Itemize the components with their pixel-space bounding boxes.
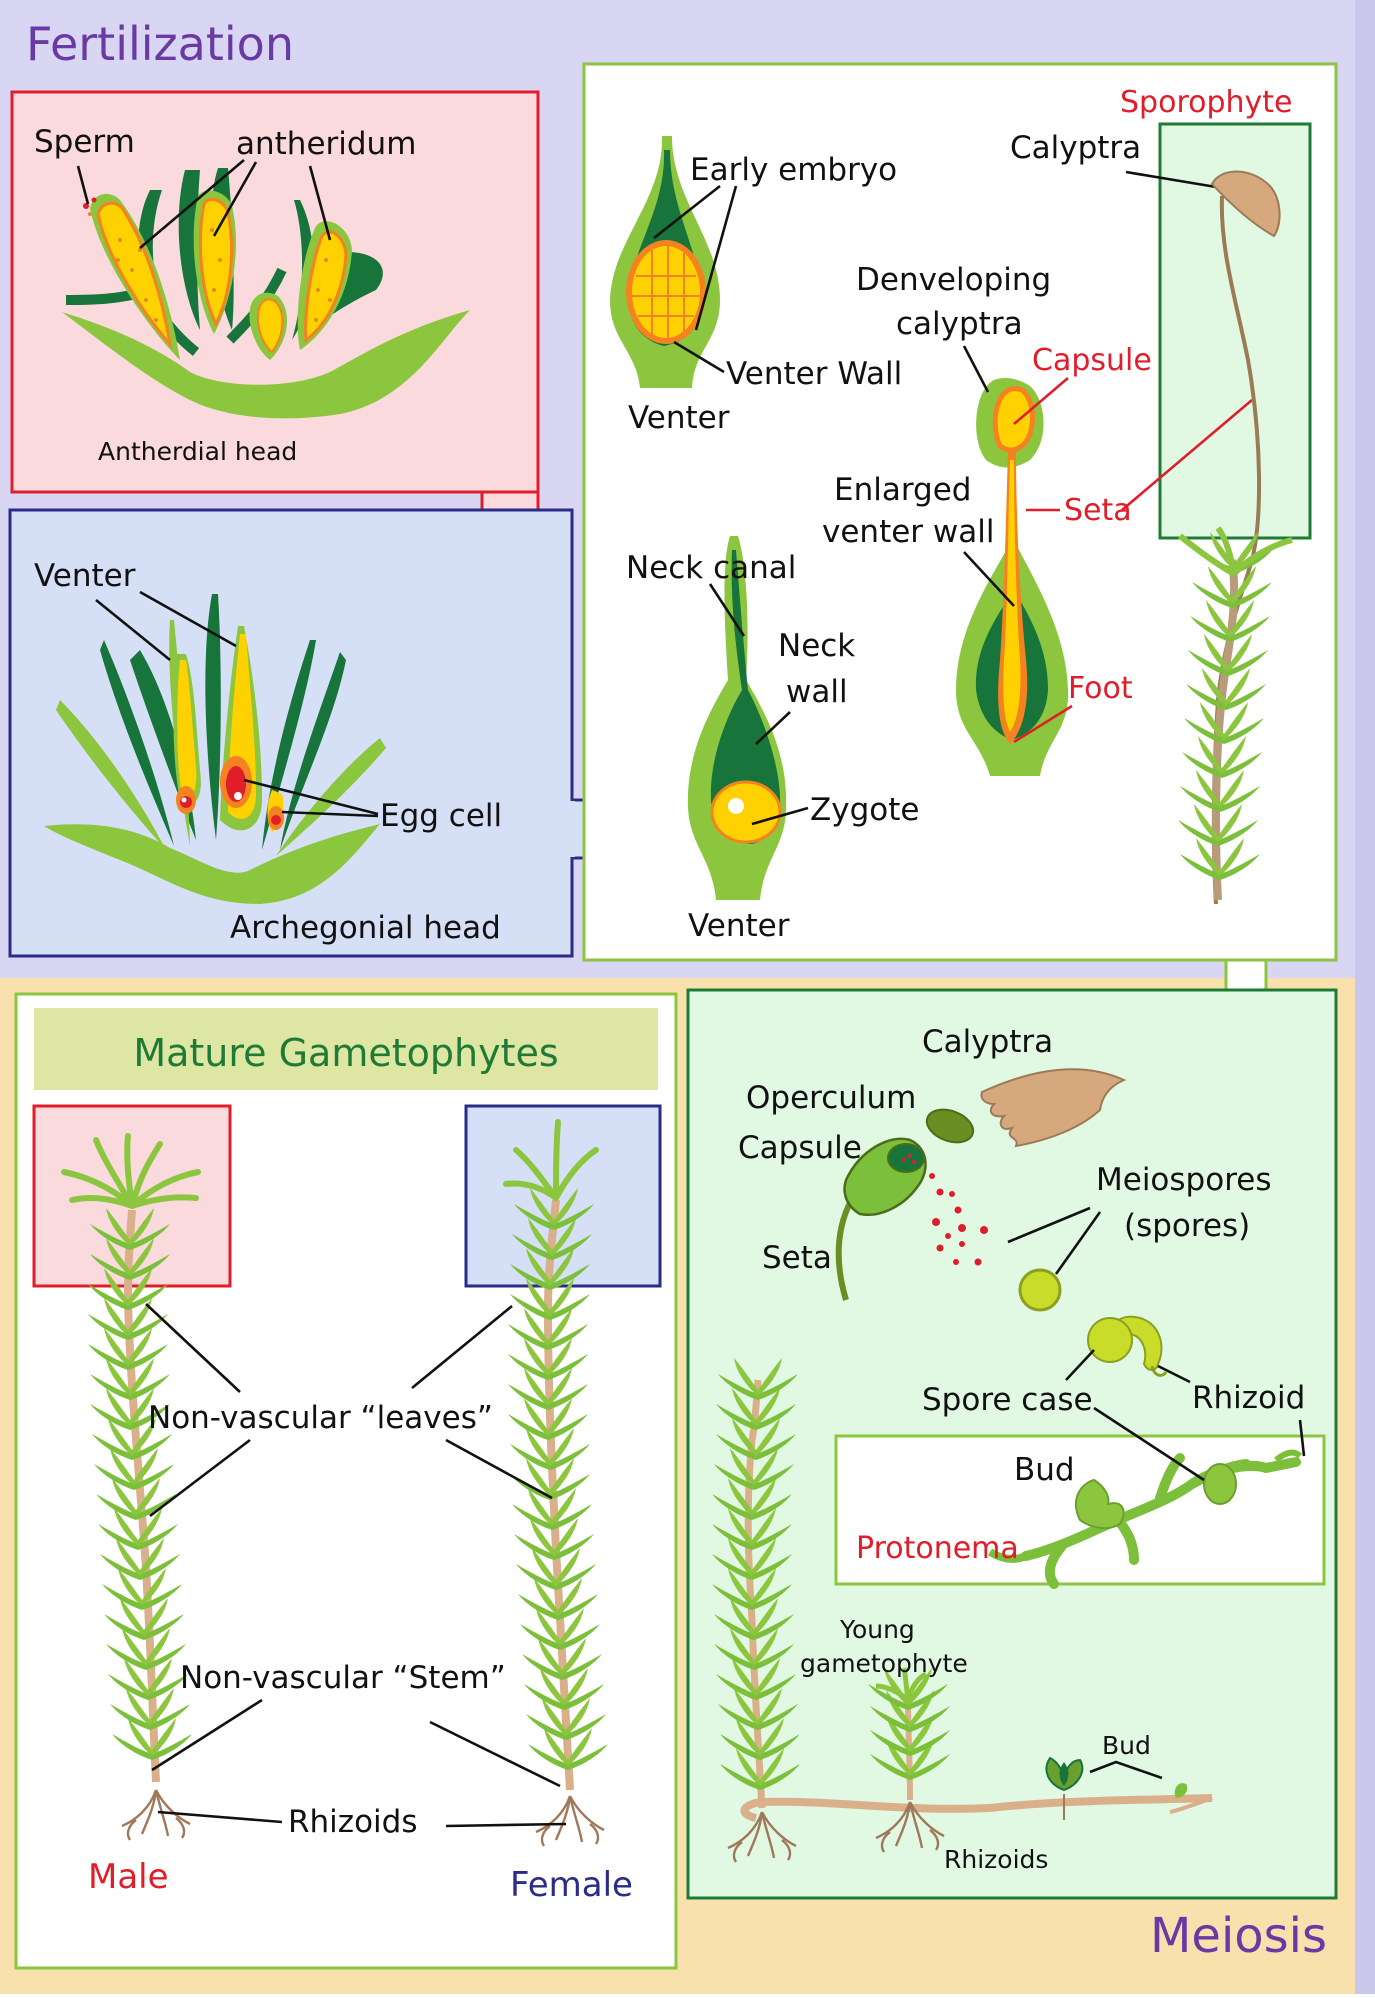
male-label: Male <box>88 1857 169 1897</box>
developing-label-2: calyptra <box>896 306 1023 342</box>
antheridum-label: antheridum <box>236 126 416 162</box>
meiosis-title: Meiosis <box>1150 1908 1327 1964</box>
neck-canal-label: Neck canal <box>626 550 796 586</box>
sporophyte-calyptra-label: Calyptra <box>1010 130 1141 166</box>
meiospores-label-2: (spores) <box>1124 1208 1250 1244</box>
seta-label-red: Seta <box>1064 493 1132 528</box>
calyptra-cap <box>980 1068 1127 1148</box>
young-gametophytes <box>712 1358 1213 1864</box>
developing-label-1: Denveloping <box>856 262 1051 298</box>
spore-case-label: Spore case <box>922 1382 1093 1418</box>
male-plant <box>61 1133 201 1842</box>
protonema-label: Protonema <box>856 1531 1019 1566</box>
rhizoids-small-label: Rhizoids <box>944 1845 1048 1874</box>
female-label: Female <box>510 1865 633 1905</box>
meiospores-label-1: Meiospores <box>1096 1162 1271 1198</box>
egg-cell-label: Egg cell <box>380 798 502 834</box>
zygote-label: Zygote <box>810 792 919 828</box>
antheridial-head <box>62 168 470 419</box>
antherdial-head-label: Antherdial head <box>98 437 297 466</box>
venter-wall-label: Venter Wall <box>726 356 902 392</box>
antheridial-box <box>10 90 540 494</box>
neck-wall-label-1: Neck <box>778 628 855 664</box>
bud-small-label: Bud <box>1102 1731 1151 1760</box>
enlarged-label-2: venter wall <box>822 514 994 550</box>
early-embryo-drawing <box>610 136 720 388</box>
enlarged-label-1: Enlarged <box>834 472 971 508</box>
archegonial-venter-label: Venter <box>34 558 136 594</box>
archegonial-head <box>44 594 386 904</box>
young-gametophyte-label-2: gametophyte <box>800 1649 968 1678</box>
operculum-shape <box>925 1108 975 1144</box>
developing-calyptra-drawing <box>956 378 1069 776</box>
calyptra-label: Calyptra <box>922 1024 1053 1060</box>
bud-label: Bud <box>1014 1452 1075 1488</box>
foot-label-red: Foot <box>1068 671 1133 706</box>
female-plant <box>503 1119 608 1848</box>
mature-title-banner <box>34 1008 658 1090</box>
capsule-label: Capsule <box>738 1130 862 1166</box>
seta-label: Seta <box>762 1240 832 1276</box>
sporophyte-title: Sporophyte <box>1120 85 1293 120</box>
embryo-venter-label: Venter <box>628 400 730 436</box>
capsule-label-red: Capsule <box>1032 343 1152 378</box>
protonema-drawing <box>987 1449 1303 1589</box>
scattered-spores <box>929 1173 988 1266</box>
right-edge-strip <box>1355 0 1375 1994</box>
leaves-label: Non-vascular “leaves” <box>148 1400 493 1436</box>
open-capsule <box>835 1137 927 1301</box>
young-gametophyte-label-1: Young <box>839 1615 915 1644</box>
rhizoids-label: Rhizoids <box>288 1804 417 1840</box>
germinating-spore <box>1087 1315 1168 1377</box>
operculum-label: Operculum <box>746 1080 916 1116</box>
early-embryo-label: Early embryo <box>690 152 897 188</box>
sperm-label: Sperm <box>34 124 135 160</box>
zygote-venter-label: Venter <box>688 908 790 944</box>
single-spore <box>1018 1268 1062 1312</box>
zygote-drawing <box>687 536 787 900</box>
rhizoid-label: Rhizoid <box>1192 1380 1305 1416</box>
mature-gametophytes-title: Mature Gametophytes <box>133 1031 558 1075</box>
female-highlight-box <box>464 1104 662 1288</box>
neck-wall-label-2: wall <box>786 674 848 710</box>
stem-label: Non-vascular “Stem” <box>180 1660 506 1696</box>
sporophyte-plant <box>1178 170 1293 905</box>
fertilization-title: Fertilization <box>26 17 294 71</box>
archegonial-head-label: Archegonial head <box>230 910 501 946</box>
